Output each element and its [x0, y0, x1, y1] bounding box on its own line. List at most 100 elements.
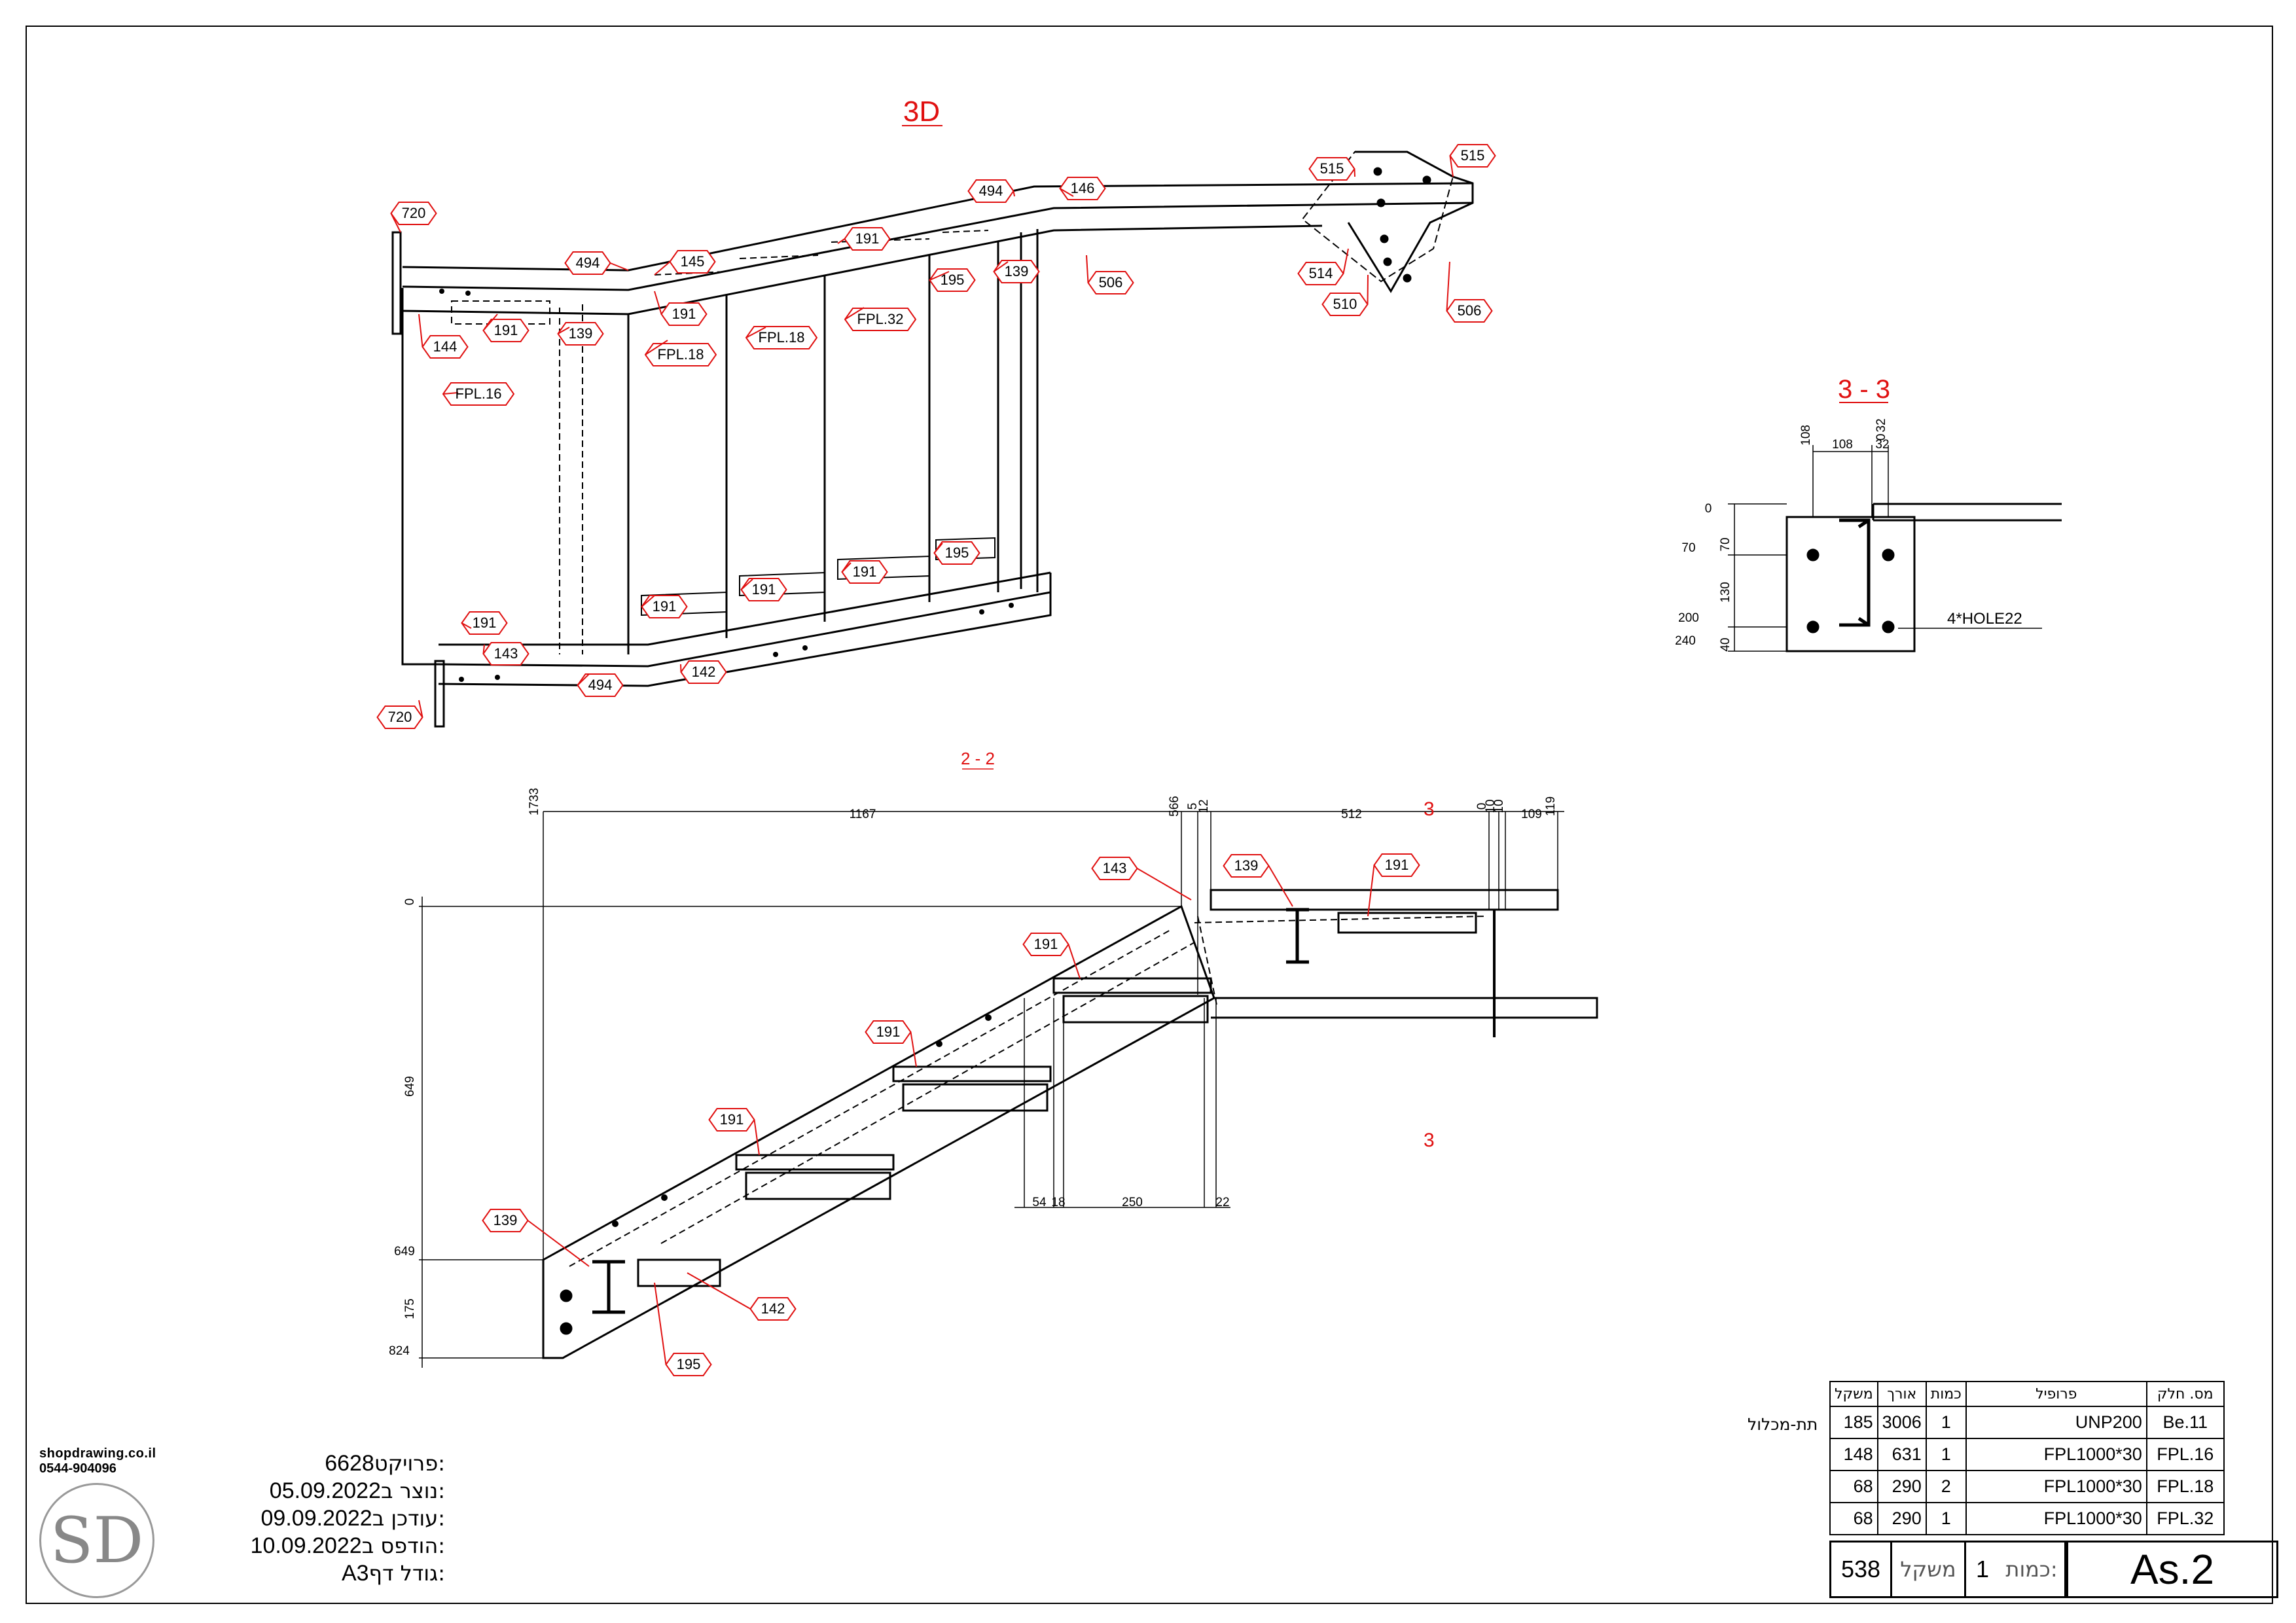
svg-text:191: 191 — [720, 1111, 744, 1128]
hole-label: 4*HOLE22 — [1947, 610, 2022, 628]
svg-text:FPL.18: FPL.18 — [759, 329, 805, 346]
dimension-text: 566 — [1168, 796, 1181, 817]
part-tag: 191 — [654, 291, 708, 326]
svg-text:515: 515 — [1461, 147, 1485, 164]
info-row-created: 05.09.2022נוצר ב: — [269, 1478, 445, 1503]
part-tag: 142 — [687, 1272, 797, 1321]
dimension-text: 824 — [389, 1344, 410, 1358]
part-tag: 720 — [390, 202, 437, 233]
dimension-text: 10 — [1492, 799, 1506, 813]
dimension-text: 54 — [1032, 1196, 1047, 1209]
section-3-3 — [1728, 445, 2062, 652]
info-row-updated: 09.09.2022עודכן ב: — [260, 1506, 445, 1531]
dimension-text: 0 — [1475, 803, 1489, 810]
bom-header: משקל אורך כמות פרופיל מס. חלק — [1829, 1381, 2225, 1407]
part-tag: 515 — [1449, 144, 1496, 177]
svg-text:FPL.16: FPL.16 — [456, 385, 502, 402]
part-tag: 143 — [482, 642, 529, 666]
part-tag: 191 — [1367, 853, 1420, 917]
weight-label: משקל — [1892, 1543, 1966, 1596]
info-row-printed: 10.09.2022הודפס ב: — [250, 1533, 445, 1558]
svg-text:FPL.32: FPL.32 — [857, 311, 904, 327]
svg-text:139: 139 — [1234, 857, 1259, 874]
svg-text:494: 494 — [979, 183, 1003, 199]
part-tag: 195 — [654, 1282, 712, 1376]
part-tag: FPL.18 — [644, 340, 717, 366]
part-tag: FPL.18 — [745, 326, 818, 349]
dimension-text: 1167 — [850, 808, 876, 821]
part-tag: 143 — [1091, 857, 1192, 901]
dimension-text: 108 — [1799, 425, 1813, 446]
dimension-text: 0 — [1705, 502, 1712, 516]
part-tag: 191 — [641, 595, 688, 618]
svg-text:510: 510 — [1333, 296, 1357, 312]
part-tag: 494 — [564, 251, 629, 275]
svg-text:191: 191 — [494, 322, 518, 338]
subassembly-label: תת-מכלול — [1748, 1415, 1818, 1434]
title-block-totals: 538 משקל 1 כמות: As.2 — [1829, 1541, 2278, 1598]
dimension-text: 0 — [1874, 434, 1888, 441]
part-tag: 191 — [1022, 933, 1081, 979]
section-2-2-tags: 143 139 191 191 191 191 139 142 195 — [482, 853, 1420, 1376]
svg-text:195: 195 — [677, 1356, 701, 1372]
total-weight: 538 — [1831, 1543, 1892, 1596]
svg-text:195: 195 — [945, 544, 969, 561]
part-tag: 139 — [1223, 854, 1293, 907]
project-info: 6628פרויקט: 05.09.2022נוצר ב: 09.09.2022… — [196, 1450, 445, 1587]
dimension-text: 512 — [1341, 808, 1362, 821]
iso-view — [391, 151, 1474, 728]
svg-text:146: 146 — [1071, 180, 1095, 196]
part-tag: 139 — [993, 260, 1040, 283]
svg-text:142: 142 — [692, 664, 716, 680]
part-tag: 139 — [482, 1209, 590, 1267]
svg-text:506: 506 — [1458, 302, 1482, 319]
svg-text:191: 191 — [1385, 857, 1409, 873]
part-tag: 191 — [841, 560, 888, 584]
dimension-text: 70 — [1719, 537, 1732, 551]
part-tag: 191 — [708, 1108, 760, 1156]
part-tag: 494 — [577, 673, 624, 697]
part-tag: 720 — [376, 700, 423, 729]
part-tag: 514 — [1297, 248, 1349, 285]
dimension-text: 250 — [1122, 1196, 1143, 1209]
dimension-text: 70 — [1681, 541, 1695, 555]
section-2-2-title: 2 - 2 — [961, 749, 995, 768]
svg-text:195: 195 — [941, 272, 965, 288]
dimension-text: 32 — [1875, 438, 1889, 452]
part-tag: 145 — [654, 250, 716, 276]
part-tag: 195 — [929, 268, 976, 292]
part-tag: 494 — [967, 179, 1015, 203]
svg-text:720: 720 — [402, 205, 426, 221]
svg-text:139: 139 — [569, 325, 593, 342]
svg-text:494: 494 — [588, 677, 613, 693]
part-tag: 191 — [837, 227, 891, 251]
svg-text:145: 145 — [681, 253, 705, 270]
part-tag: 506 — [1086, 255, 1134, 294]
part-tag: FPL.16 — [442, 382, 515, 406]
dimension-text: 10 — [1484, 799, 1498, 813]
part-tag: 191 — [482, 313, 529, 342]
dimension-text: 32 — [1874, 418, 1888, 432]
part-tag: 146 — [1059, 177, 1106, 200]
svg-text:506: 506 — [1099, 274, 1123, 291]
dimension-text: 109 — [1521, 808, 1542, 821]
svg-text:494: 494 — [576, 255, 600, 271]
dimension-text: 22 — [1215, 1196, 1229, 1209]
dimension-text: 1733 — [528, 788, 541, 815]
qty-label: כמות: — [1999, 1543, 2066, 1596]
svg-text:FPL.18: FPL.18 — [658, 346, 704, 363]
part-tag: 506 — [1446, 261, 1493, 323]
part-tag: 191 — [865, 1020, 917, 1067]
part-tag: 139 — [557, 322, 604, 346]
dimension-text: 200 — [1678, 611, 1699, 625]
dimension-text: 108 — [1832, 438, 1853, 452]
svg-text:514: 514 — [1309, 265, 1333, 281]
iso-title: 3D — [903, 96, 940, 128]
dimension-text: 18 — [1051, 1196, 1065, 1209]
part-tag: FPL.32 — [844, 307, 917, 331]
